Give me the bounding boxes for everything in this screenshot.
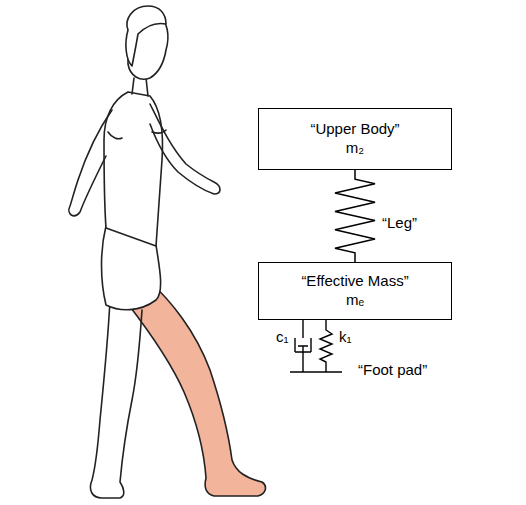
box-title: “Upper Body” — [310, 120, 399, 139]
mass-box: “Effective Mass”mₑ — [258, 262, 452, 320]
leg-label: “Leg” — [380, 214, 419, 231]
spring-label: k₁ — [337, 328, 354, 345]
foot-pad-label: “Foot pad” — [356, 361, 429, 378]
mass-box: “Upper Body”m₂ — [258, 108, 452, 170]
mass-symbol: mₑ — [346, 291, 364, 310]
foot-pad-symbol — [290, 320, 342, 372]
leg-spring — [335, 170, 375, 262]
shaded-leg — [128, 282, 265, 496]
mass-symbol: m₂ — [346, 139, 364, 158]
damper-label: c₁ — [274, 328, 291, 345]
box-title: “Effective Mass” — [301, 272, 408, 291]
